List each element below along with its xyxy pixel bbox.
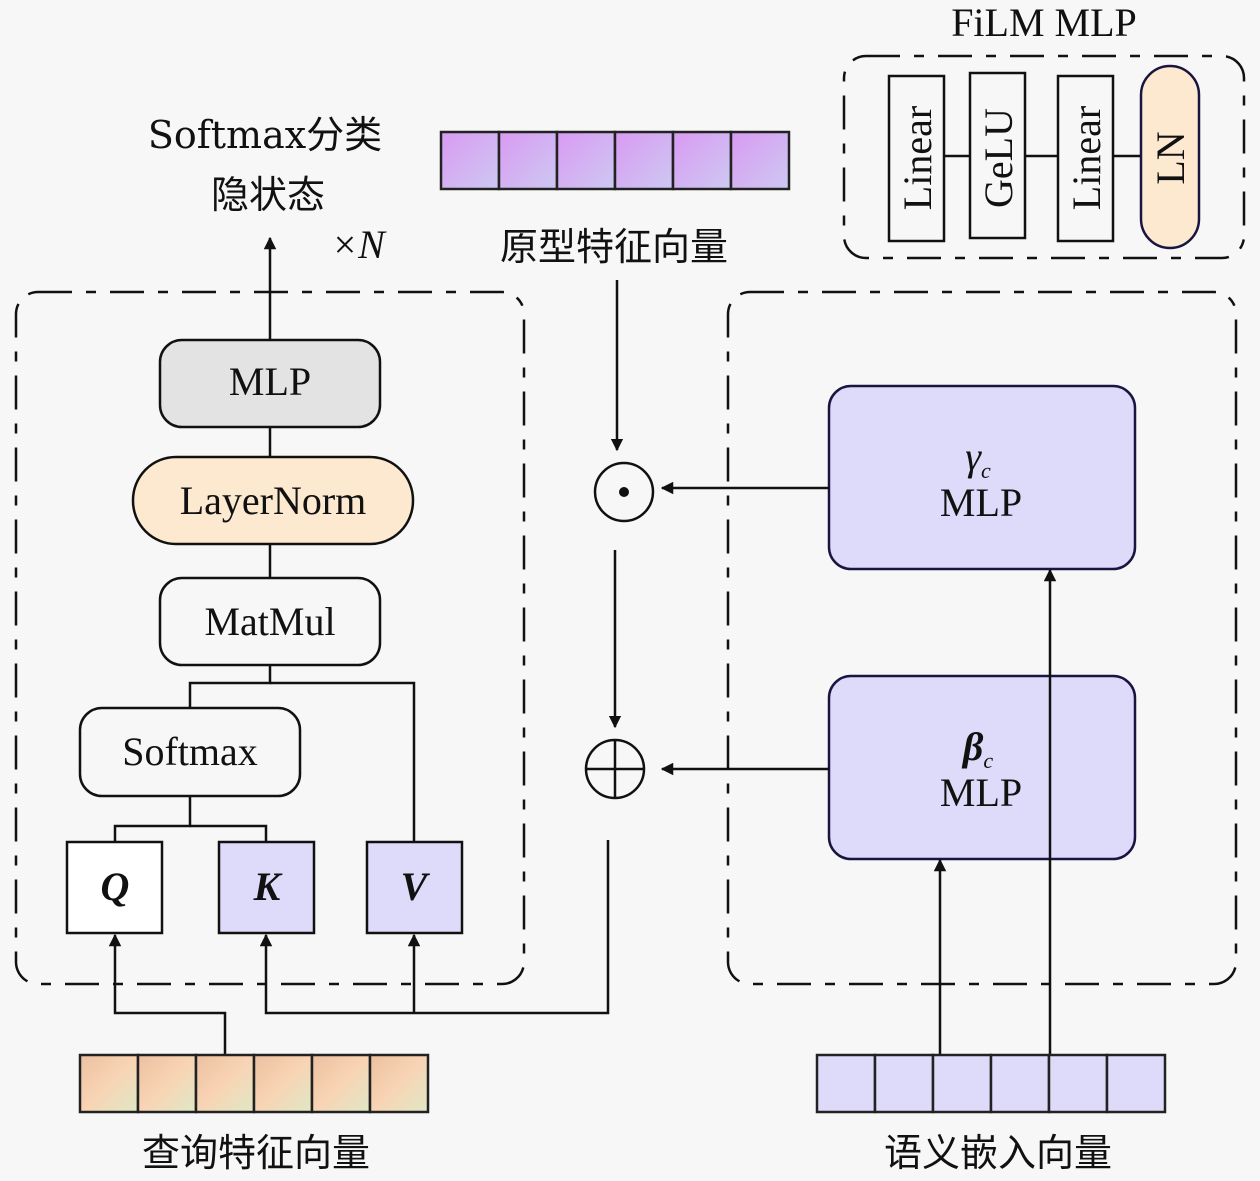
q-node[interactable] xyxy=(65,840,164,935)
legend-linear-1[interactable] xyxy=(887,74,946,243)
query-vector-cell xyxy=(78,1053,140,1114)
k-node[interactable] xyxy=(217,840,316,935)
query-vector-cell xyxy=(310,1053,372,1114)
gamma-mlp-label: MLP xyxy=(940,480,1022,525)
beta-symbol: βc xyxy=(961,724,994,773)
legend-gelu[interactable] xyxy=(968,71,1027,240)
query-vector-label: 查询特征向量 xyxy=(142,1131,370,1175)
semantic-vector-cell xyxy=(931,1053,993,1114)
query-feature-vector xyxy=(78,1053,430,1114)
legend-linear-2-label: Linear xyxy=(1064,106,1109,210)
query-vector-cell xyxy=(194,1053,256,1114)
edge-q-softmax xyxy=(113,796,192,842)
output-label-hidden-state: 隐状态 xyxy=(211,173,325,217)
semantic-vector-label: 语义嵌入向量 xyxy=(884,1131,1112,1175)
mlp-node-label: MLP xyxy=(229,359,311,404)
legend-linear-2[interactable] xyxy=(1056,74,1115,243)
v-node[interactable] xyxy=(365,840,464,935)
query-vector-cell xyxy=(136,1053,198,1114)
prototype-vector-cell xyxy=(497,130,559,191)
semantic-vector-cell xyxy=(815,1053,877,1114)
prototype-vector-cell xyxy=(729,130,791,191)
k-node-label: K xyxy=(253,864,283,909)
edge-v-matmul xyxy=(270,681,416,842)
v-node-label: V xyxy=(401,864,431,909)
legend-layernorm-label: LN xyxy=(1148,131,1193,184)
prototype-vector-cell xyxy=(613,130,675,191)
query-vector-cell xyxy=(252,1053,314,1114)
film-mlp-legend-container xyxy=(842,54,1246,260)
edge-query-to-q xyxy=(108,933,227,1055)
q-node-label: Q xyxy=(101,864,130,909)
legend-gelu-label: GeLU xyxy=(976,108,1021,208)
semantic-vector-cell xyxy=(1105,1053,1167,1114)
semantic-vector-cell xyxy=(989,1053,1051,1114)
prototype-feature-vector xyxy=(439,130,791,191)
gamma-mlp-node[interactable] xyxy=(827,384,1137,571)
film-mlp-title: FiLM MLP xyxy=(951,0,1137,45)
edge-softmax-matmul xyxy=(188,665,272,708)
query-vector-cell xyxy=(368,1053,430,1114)
beta-mlp-label: MLP xyxy=(940,770,1022,815)
softmax-node-label: Softmax xyxy=(122,729,258,774)
edge-k-softmax xyxy=(190,824,268,842)
layernorm-node[interactable] xyxy=(131,455,415,546)
repeat-n-label: ×N xyxy=(331,222,387,267)
legend-linear-1-label: Linear xyxy=(895,106,940,210)
semantic-vector-cell xyxy=(873,1053,935,1114)
edge-modulated-to-k xyxy=(259,840,610,1015)
prototype-vector-label: 原型特征向量 xyxy=(500,225,728,269)
legend-layernorm[interactable] xyxy=(1139,64,1201,250)
semantic-vector-cell xyxy=(1047,1053,1109,1114)
prototype-vector-cell xyxy=(439,130,501,191)
beta-mlp-node[interactable] xyxy=(827,674,1137,861)
semantic-embedding-vector xyxy=(815,1053,1167,1114)
film-block-container xyxy=(726,290,1238,986)
prototype-vector-cell xyxy=(671,130,733,191)
layernorm-node-label: LayerNorm xyxy=(180,478,367,523)
prototype-vector-cell xyxy=(555,130,617,191)
hadamard-product-operator xyxy=(593,461,655,523)
attention-block-container xyxy=(14,290,526,986)
gamma-symbol: γc xyxy=(965,434,991,483)
output-label-softmax: Softmax分类 xyxy=(148,113,382,157)
add-operator xyxy=(584,738,646,800)
matmul-node-label: MatMul xyxy=(204,599,335,644)
